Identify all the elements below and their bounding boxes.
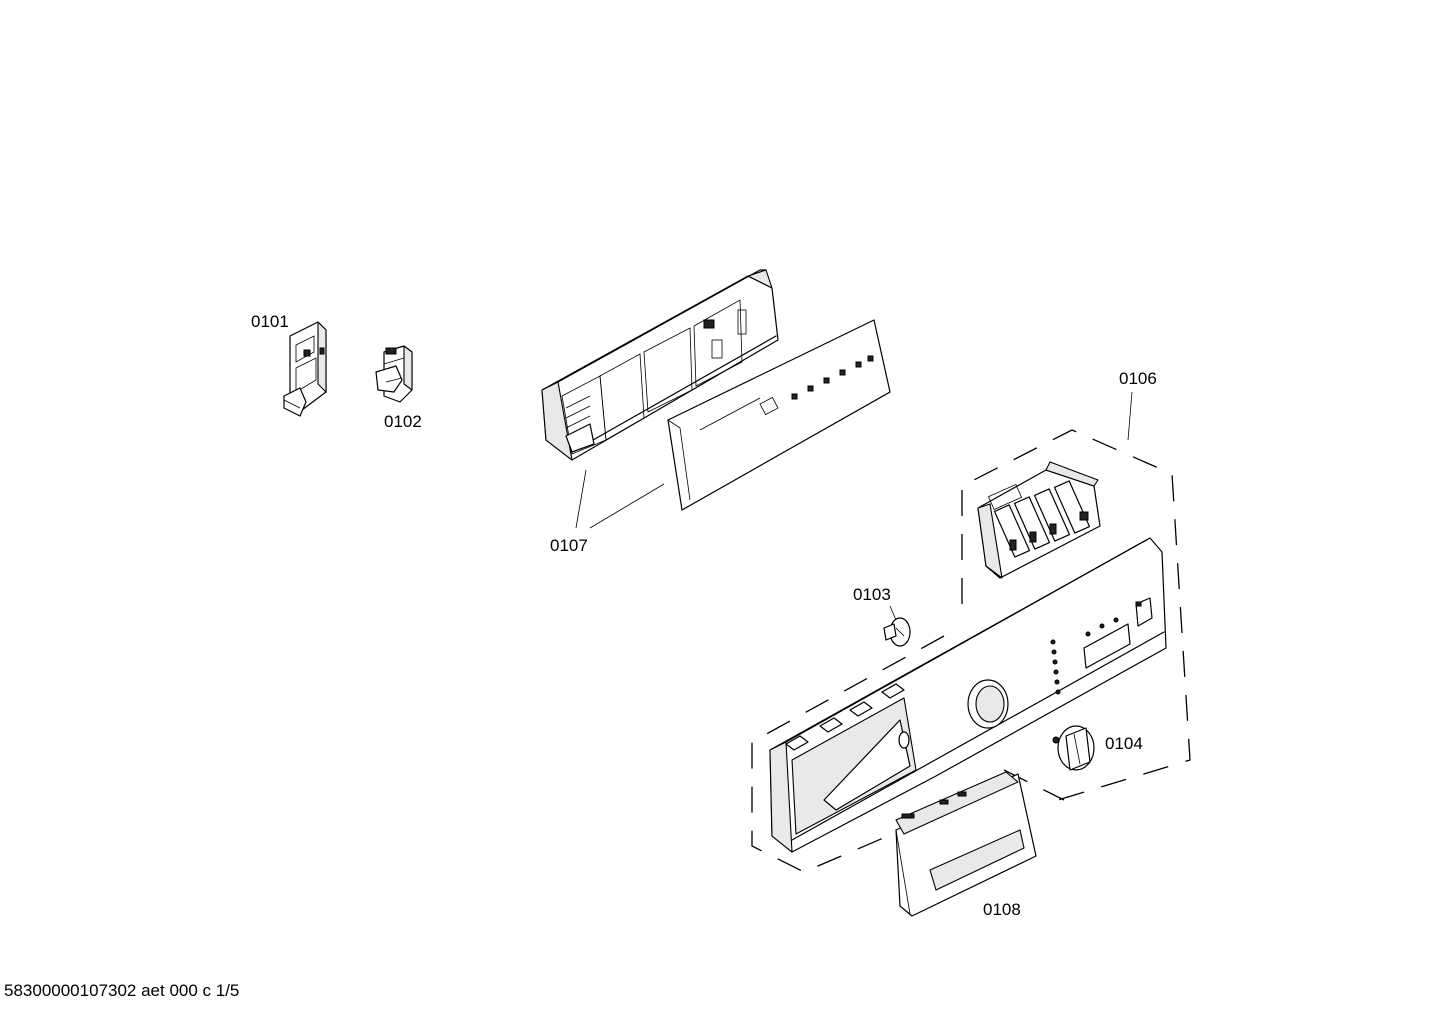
- part-control-panel: [769, 537, 1167, 853]
- part-label-0107: 0107: [550, 536, 588, 555]
- assembly-outline-0106: [751, 429, 1191, 873]
- part-0104-knob: [1052, 725, 1095, 771]
- part-label-0101: 0101: [251, 312, 289, 331]
- part-label-0108: 0108: [983, 900, 1021, 919]
- part-label-0104: 0104: [1105, 734, 1143, 753]
- part-label-0103: 0103: [853, 585, 891, 604]
- part-0102-switch: [375, 345, 413, 403]
- part-0107-pcb: [667, 319, 891, 511]
- part-0107-housing: [541, 269, 779, 461]
- part-0108-drawer: [895, 771, 1037, 917]
- part-0101-bracket: [283, 321, 327, 417]
- drawing-reference-footer: 58300000107302 aet 000 c 1/5: [4, 981, 240, 1000]
- part-label-0106: 0106: [1119, 369, 1157, 388]
- part-0106-module: [977, 461, 1101, 579]
- part-label-0102: 0102: [384, 412, 422, 431]
- part-0103-cap: [883, 617, 911, 647]
